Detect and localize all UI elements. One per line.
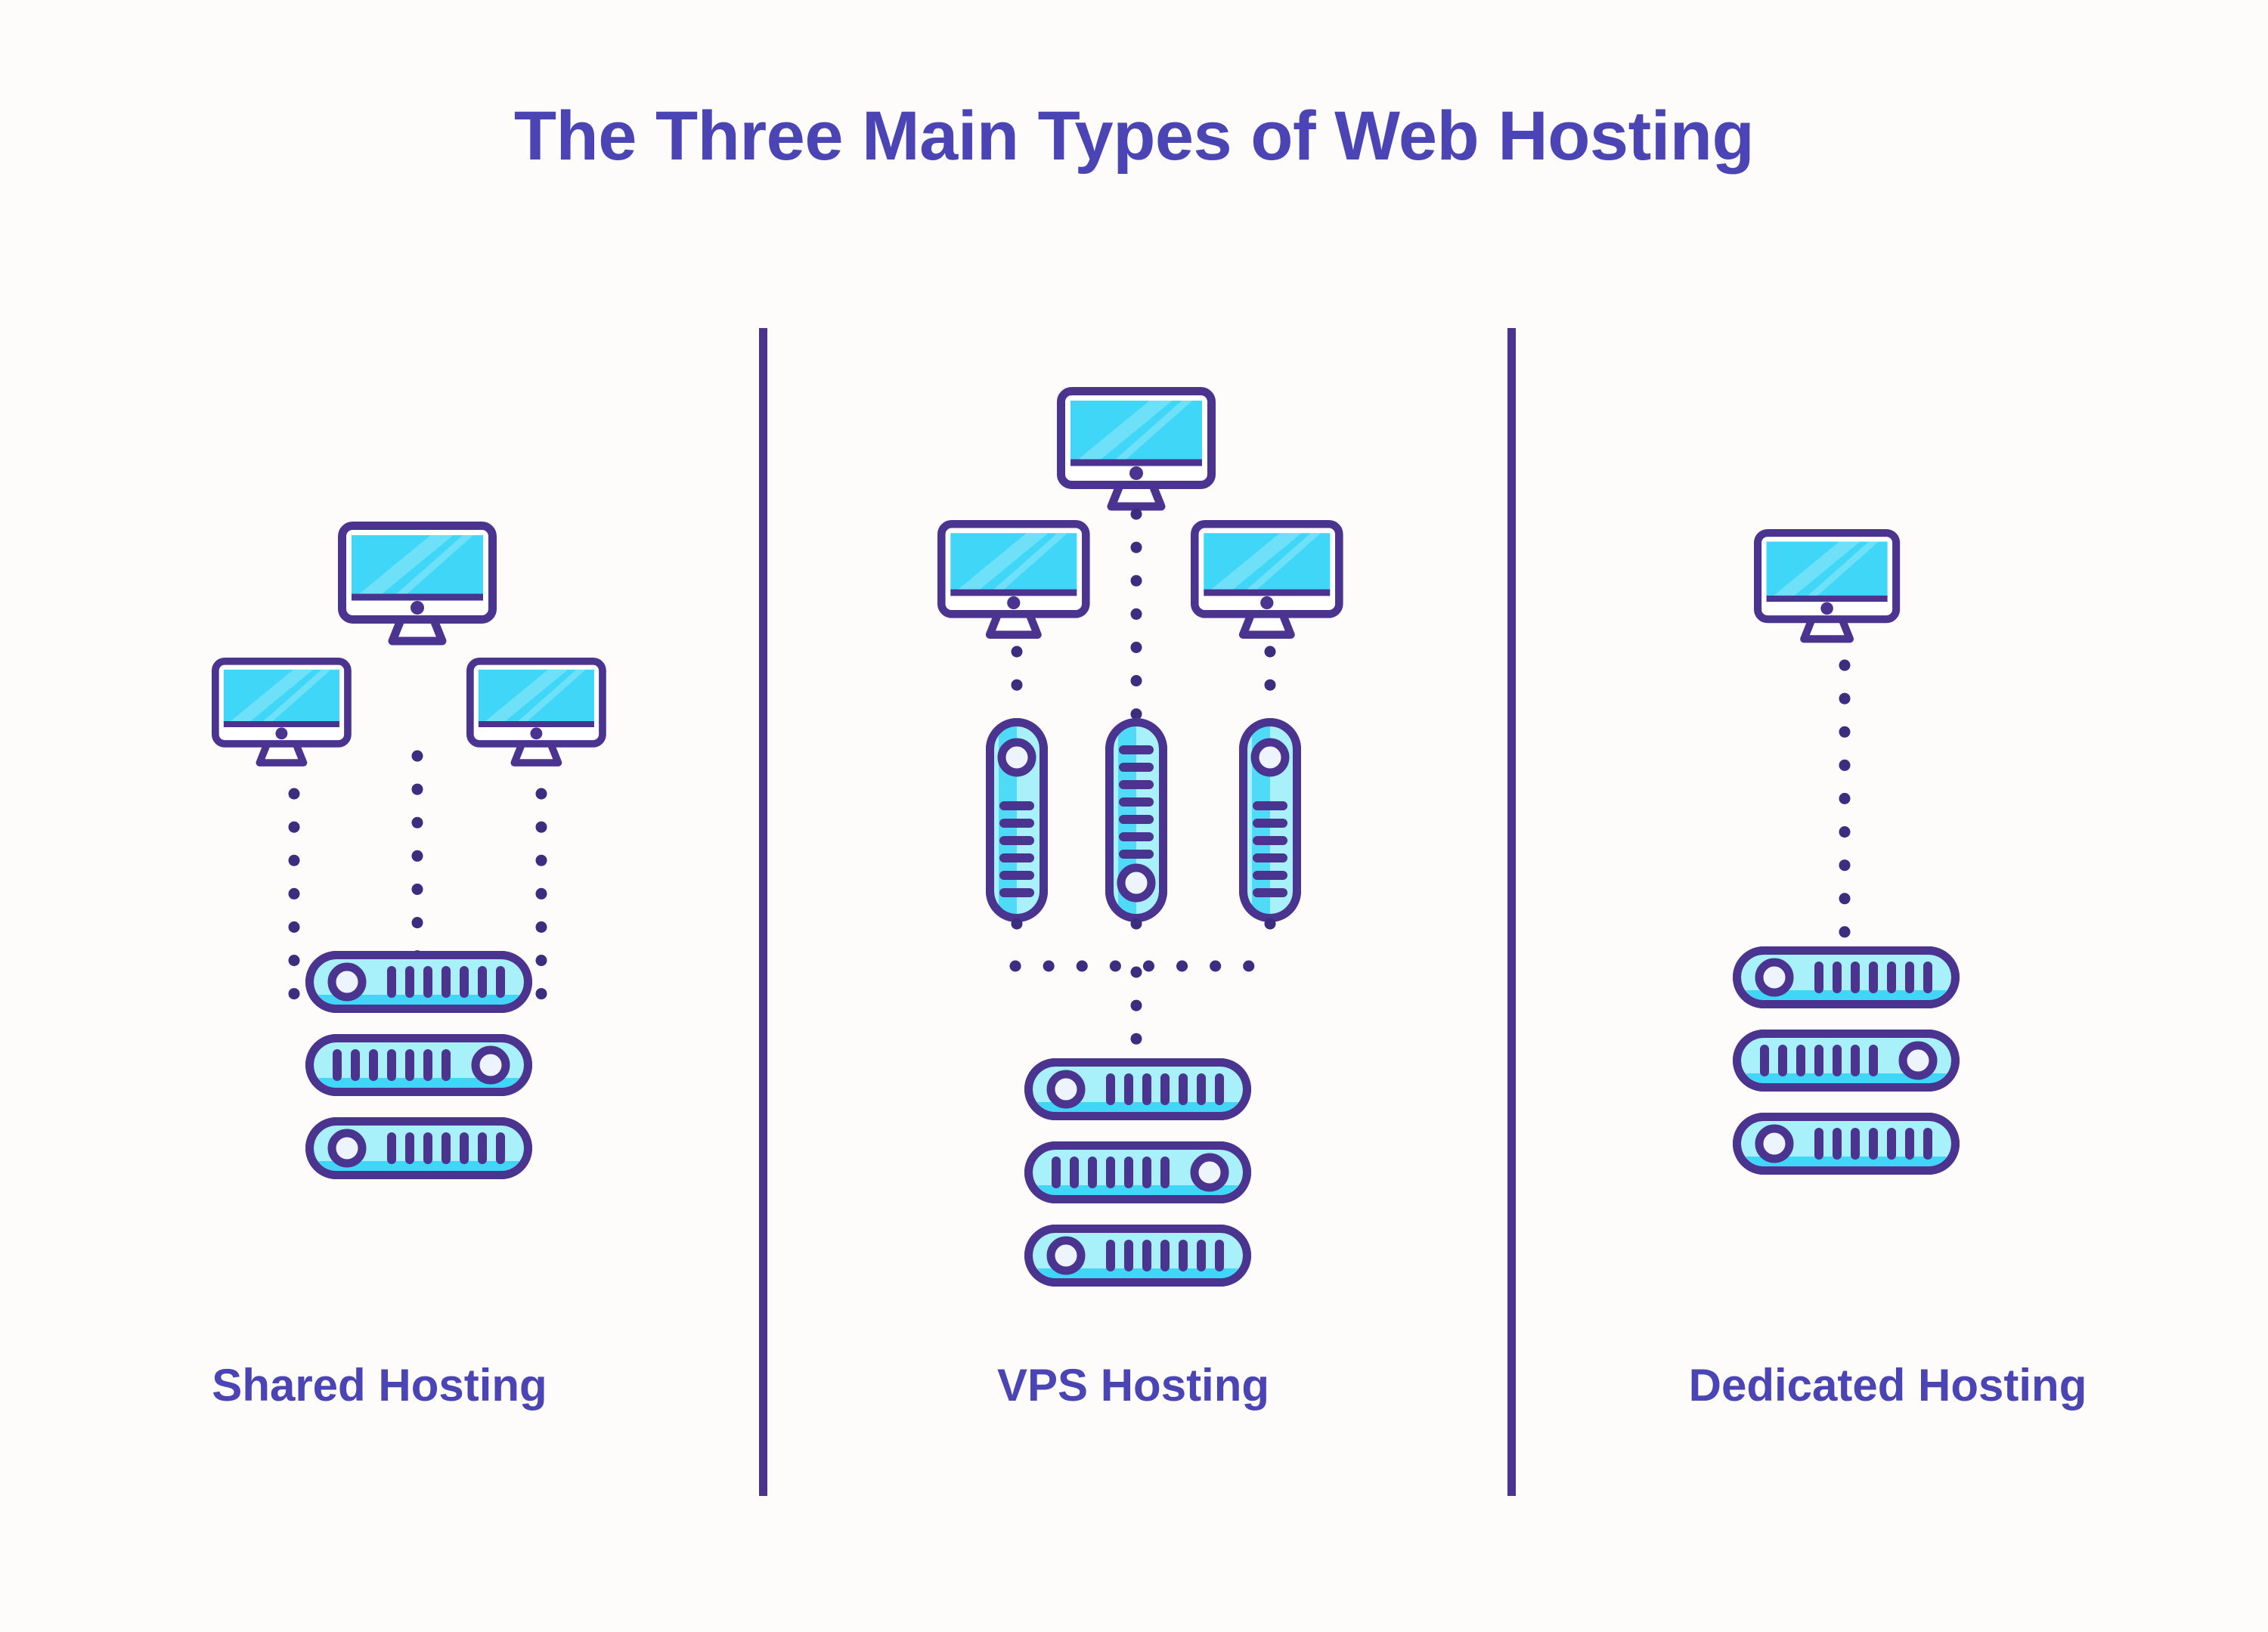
column-vps-hosting: [941, 392, 1339, 1283]
monitor-icon-vps-top: [1061, 392, 1212, 507]
column-dedicated-hosting: [1737, 533, 1956, 1170]
server-rack-icon-shared: [310, 955, 528, 1175]
vertical-divider-2: [1507, 328, 1516, 1496]
monitor-icon-shared-right: [470, 661, 603, 763]
vertical-divider-1: [759, 328, 767, 1496]
monitor-icon-shared-left: [215, 661, 348, 763]
column-label-dedicated: Dedicated Hosting: [1688, 1360, 2087, 1411]
column-label-vps: VPS Hosting: [996, 1360, 1270, 1411]
column-label-shared: Shared Hosting: [212, 1360, 547, 1411]
vps-unit-icon-left: [990, 723, 1044, 918]
column-shared-hosting: [215, 526, 603, 1175]
monitor-icon-vps-right: [1194, 524, 1339, 634]
dotted-connector-shared: [288, 750, 547, 1008]
monitor-icon-shared-center: [342, 526, 493, 642]
page-title: The Three Main Types of Web Hosting: [513, 98, 1755, 175]
dotted-connector-vps-upper: [1011, 508, 1276, 724]
vps-unit-icon-center: [1110, 723, 1163, 918]
dotted-connector-vps-stubs: [1011, 918, 1276, 963]
server-rack-icon-vps: [1029, 1063, 1247, 1283]
monitor-icon-vps-left: [941, 524, 1086, 634]
monitor-icon-dedicated: [1758, 533, 1896, 639]
server-rack-icon-dedicated: [1737, 951, 1956, 1171]
vps-unit-icon-right: [1244, 723, 1297, 918]
